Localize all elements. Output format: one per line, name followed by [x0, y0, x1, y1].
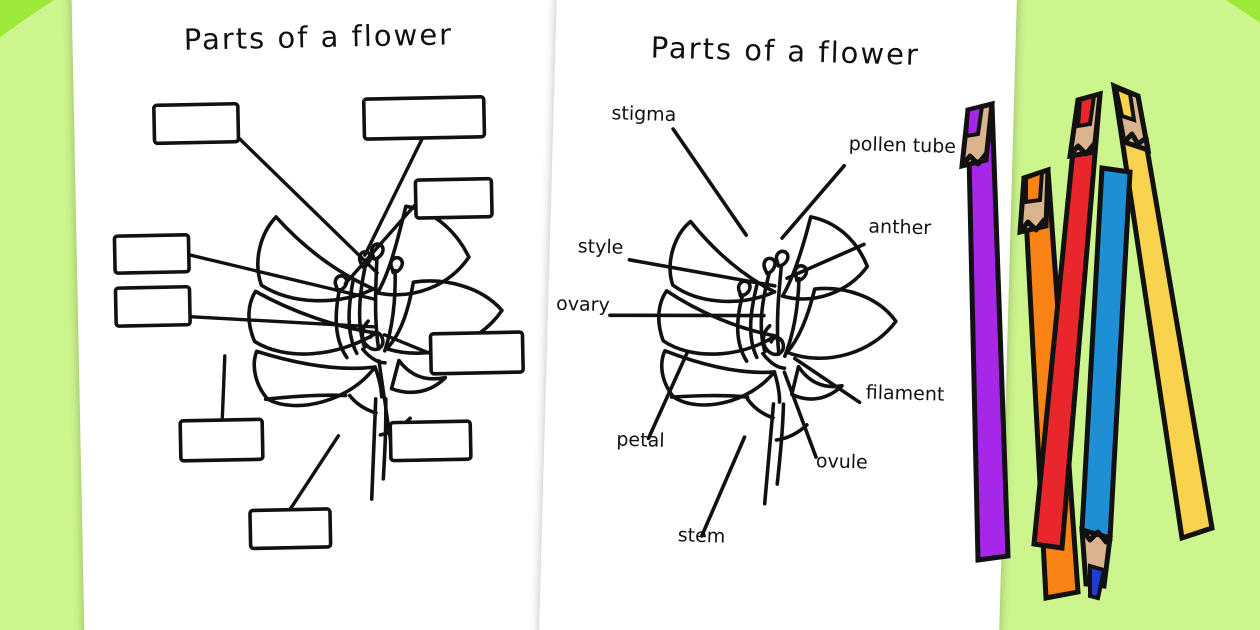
flower-part-label: ovule: [816, 450, 868, 473]
answer-box[interactable]: [178, 417, 265, 463]
flower-part-label: stem: [677, 524, 725, 547]
answer-box[interactable]: [388, 419, 473, 463]
flower-part-label: stigma: [611, 102, 676, 126]
flower-part-label: style: [577, 235, 623, 258]
answer-box[interactable]: [112, 232, 191, 275]
worksheet-labelled-diagram: stigma pollen tube style anther ovary filamen…: [539, 0, 1017, 630]
flower-part-label: pollen tube: [848, 133, 956, 158]
flower-part-label: ovary: [556, 293, 610, 316]
worksheet-blank[interactable]: Parts of a flower: [71, 0, 577, 630]
answer-box[interactable]: [428, 330, 525, 376]
answer-box[interactable]: [413, 176, 494, 220]
flower-part-label: filament: [866, 381, 945, 405]
answer-box[interactable]: [113, 284, 192, 328]
answer-box[interactable]: [152, 101, 241, 146]
flower-part-label: petal: [616, 429, 665, 452]
answer-box[interactable]: [361, 95, 487, 141]
worksheet-labelled[interactable]: Parts of a flower: [538, 0, 1018, 630]
answer-box[interactable]: [248, 507, 333, 551]
flower-part-label: anther: [868, 215, 931, 239]
worksheet-blank-diagram: [71, 0, 576, 630]
